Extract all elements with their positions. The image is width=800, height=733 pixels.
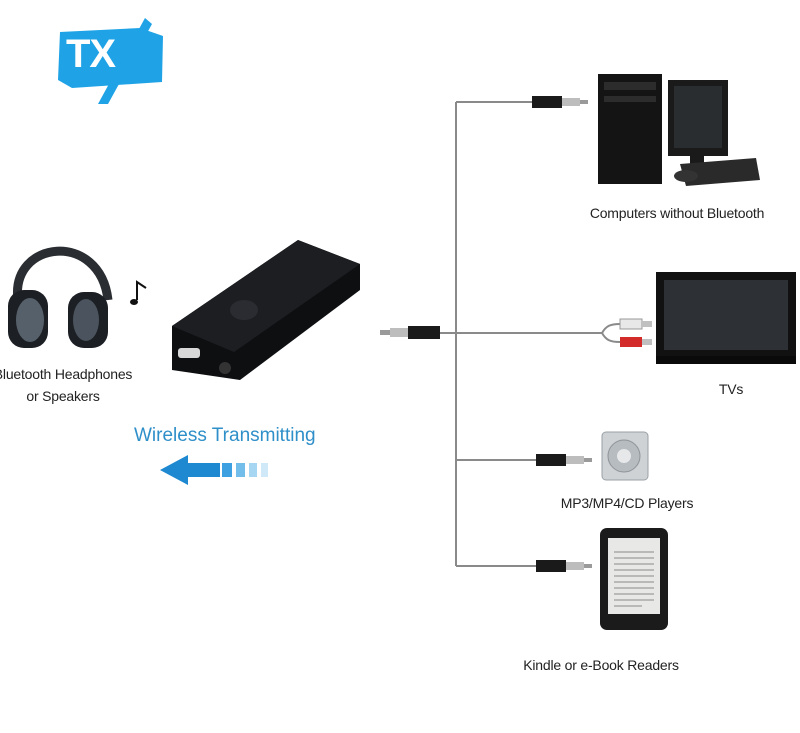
music-note-icon: [130, 282, 146, 305]
bluetooth-transmitter-icon: [172, 240, 360, 380]
device-label-mp3: MP3/MP4/CD Players: [561, 495, 694, 511]
desktop-computer-icon: [598, 74, 760, 186]
wireless-arrow-icon: [160, 455, 268, 485]
audio-plug-computer: [532, 96, 588, 108]
wireless-transmitting-label: Wireless Transmitting: [134, 425, 316, 447]
source-label-line1: Bluetooth Headphones: [0, 366, 132, 382]
rca-plugs-icon: [602, 319, 652, 347]
audio-plug-ebook: [536, 560, 592, 572]
device-label-ebook: Kindle or e-Book Readers: [523, 657, 679, 673]
tv-icon: [656, 272, 796, 364]
audio-plug-mp3: [536, 454, 592, 466]
device-label-computers: Computers without Bluetooth: [590, 205, 764, 221]
source-label-line2: or Speakers: [26, 388, 99, 404]
device-label-tvs: TVs: [719, 381, 743, 397]
audio-plug-main: [380, 326, 440, 339]
logo-text: TX: [66, 32, 115, 77]
mp3-player-icon: [602, 432, 648, 480]
headphones-icon: [8, 251, 108, 348]
ebook-reader-icon: [600, 528, 668, 630]
